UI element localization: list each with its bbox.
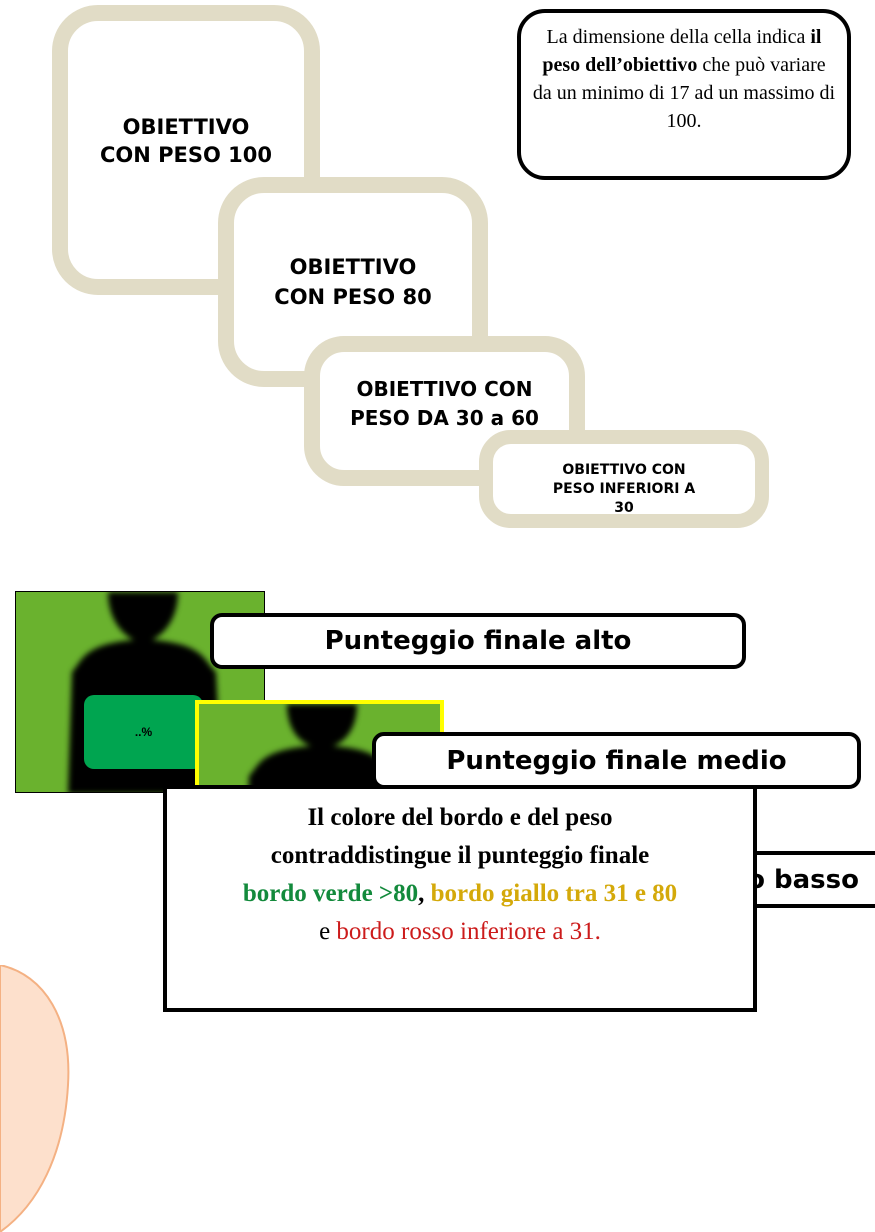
legend-red: bordo rosso inferiore a 31. [336,918,601,945]
card-line: PESO INFERIORI A [552,480,696,497]
legend-line: e bordo rosso inferiore a 31. [167,913,753,951]
legend-conjunction: e [319,918,337,945]
color-legend-box: Il colore del bordo e del peso contraddi… [163,785,757,1012]
score-value: ..% [84,695,203,769]
legend-separator: , [418,880,431,907]
note-text: che può variare da un minimo di 17 ad un… [532,54,836,132]
card-line: CON PESO 80 [274,285,432,309]
weight-card-100: OBIETTIVO CON PESO 100 [52,5,320,295]
note-text: La dimensione della cella indica [546,26,811,48]
card-line: CON PESO 100 [99,143,272,167]
legend-yellow: bordo giallo tra 31 e 80 [430,880,678,907]
weight-card-30-60: OBIETTIVO CON PESO DA 30 a 60 [304,336,585,486]
note-bold-text: il peso dell’obiettivo [542,26,822,76]
legend-line: bordo verde >80, bordo giallo tra 31 e 8… [167,875,753,913]
card-line: OBIETTIVO CON [562,461,686,478]
card-line: 30 [614,499,634,516]
score-label-high: Punteggio finale alto [210,613,746,669]
weight-explanation-note: La dimensione della cella indica il peso… [517,9,851,180]
legend-line: contraddistingue il punteggio finale [270,842,650,869]
score-label-medium: Punteggio finale medio [372,732,861,789]
legend-green: bordo verde >80 [242,880,419,907]
weight-card-below-30: OBIETTIVO CON PESO INFERIORI A 30 [479,430,769,528]
card-line: PESO DA 30 a 60 [350,406,539,430]
card-line: OBIETTIVO [122,115,250,139]
card-line: OBIETTIVO [289,255,417,279]
card-line: OBIETTIVO CON [356,377,533,401]
decorative-blob [0,965,70,1232]
legend-line: Il colore del bordo e del peso [307,804,613,831]
